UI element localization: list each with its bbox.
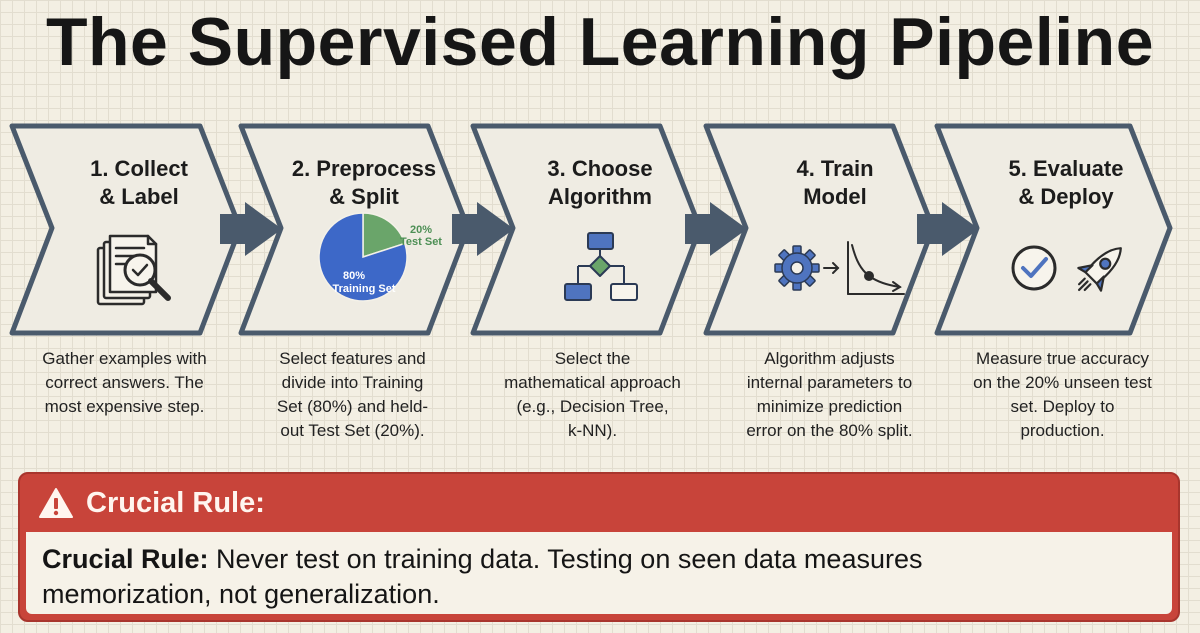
step-5-title: 5. Evaluate & Deploy [966, 155, 1166, 211]
description-line: Gather examples with [42, 349, 207, 368]
description-line: k-NN). [567, 421, 618, 440]
rule-body: Crucial Rule: Never test on training dat… [26, 532, 1172, 614]
rule-body-text: Never test on training data. Testing on … [208, 544, 923, 574]
step-2-title: 2. Preprocess & Split [264, 155, 464, 211]
description-line: correct answers. The [45, 373, 204, 392]
rule-body-line-2: memorization, not generalization. [42, 579, 440, 609]
step-title-line: 1. Collect [90, 156, 188, 181]
description-line: mathematical approach [504, 373, 681, 392]
rule-header-label: Crucial Rule: [86, 486, 265, 519]
pie-slice-test [362, 212, 406, 259]
description-line: on the 20% unseen test [973, 373, 1152, 392]
description-line: Set (80%) and held- [276, 397, 429, 416]
step-1-chevron [9, 123, 243, 336]
warning-icon [39, 488, 73, 518]
step-title-line: & Deploy [1018, 184, 1114, 209]
pie-label-test-pct: 20% [410, 224, 432, 236]
step-title-line: & Split [329, 184, 399, 209]
step-5-description: Measure true accuracy on the 20% unseen … [955, 347, 1170, 443]
step-title-line: 2. Preprocess [291, 156, 437, 181]
description-line: Select the [554, 349, 631, 368]
description-line: production. [1020, 421, 1105, 440]
step-3-title: 3. Choose Algorithm [500, 155, 700, 211]
page-title: The Supervised Learning Pipeline [45, 4, 1155, 80]
pipeline-diagram: 20% Test Set 80% Training Set [9, 123, 1173, 336]
pie-chart-icon [318, 212, 408, 302]
step-3-description: Select the mathematical approach (e.g., … [485, 347, 700, 443]
step-4-description: Algorithm adjusts internal parameters to… [722, 347, 937, 443]
gear-to-loss-curve-icon [774, 241, 905, 295]
pie-label-training-pct: 80% [343, 270, 365, 282]
step-title-line: 4. Train [796, 156, 874, 181]
description-line: Algorithm adjusts [764, 349, 895, 368]
step-title-line: 5. Evaluate [1008, 156, 1124, 181]
document-magnifier-check-icon [96, 234, 171, 306]
description-line: error on the 80% split. [746, 421, 913, 440]
step-1-description: Gather examples with correct answers. Th… [17, 347, 232, 419]
description-line: Select features and [279, 349, 426, 368]
step-title-line: Model [803, 184, 867, 209]
description-line: divide into Training [281, 373, 424, 392]
description-line: minimize prediction [756, 397, 903, 416]
step-title-line: & Label [99, 184, 179, 209]
rule-body-bold: Crucial Rule: [42, 544, 209, 574]
rocket-icon [1077, 247, 1122, 292]
arrow-4-5 [917, 202, 979, 256]
pie-label-training-name: Training Set [333, 283, 396, 295]
description-line: (e.g., Decision Tree, [516, 397, 669, 416]
step-2-description: Select features and divide into Training… [245, 347, 460, 443]
step-1-title: 1. Collect & Label [39, 155, 239, 211]
description-line: out Test Set (20%). [280, 421, 425, 440]
arrow-2-3 [452, 202, 514, 256]
description-line: internal parameters to [746, 373, 913, 392]
step-title-line: 3. Choose [547, 156, 653, 181]
arrow-right-icon [823, 262, 840, 274]
description-line: set. Deploy to [1010, 397, 1115, 416]
decision-flowchart-icon [564, 232, 638, 301]
step-4-title: 4. Train Model [735, 155, 935, 211]
gear-icon [774, 245, 820, 291]
description-line: Measure true accuracy [976, 349, 1149, 368]
crucial-rule-callout: Crucial Rule: Crucial Rule: Never test o… [18, 472, 1180, 622]
check-circle-icon [1011, 245, 1057, 291]
description-line: most expensive step. [44, 397, 205, 416]
pie-slice-training [318, 212, 408, 302]
rule-header: Crucial Rule: [20, 474, 265, 532]
pie-label-test-name: Test Set [400, 236, 442, 248]
step-3-chevron [470, 123, 703, 336]
rule-body-line-1: Crucial Rule: Never test on training dat… [42, 542, 1156, 577]
step-title-line: Algorithm [548, 184, 652, 209]
loss-curve-icon [847, 241, 905, 295]
arrow-1-2 [220, 202, 282, 256]
arrow-3-4 [685, 202, 747, 256]
